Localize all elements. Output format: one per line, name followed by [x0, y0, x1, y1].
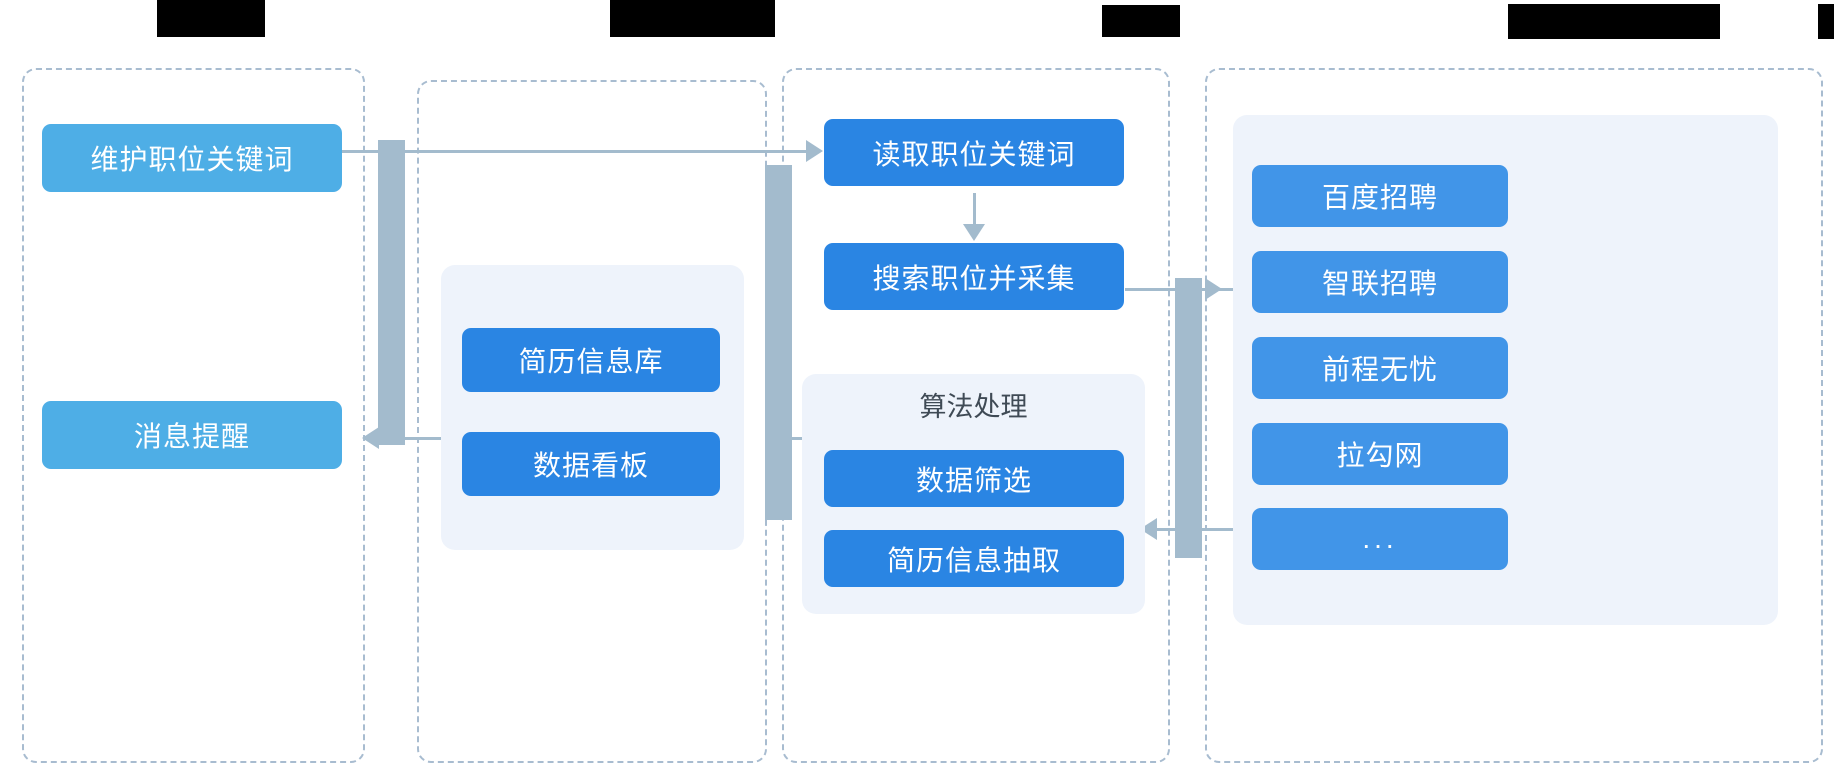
- node-search-collect[interactable]: 搜索职位并采集: [824, 243, 1124, 310]
- node-resume-extract[interactable]: 简历信息抽取: [824, 530, 1124, 587]
- connector-bar-storage-to-user: [378, 140, 405, 445]
- connector-line-read-to-search: [973, 193, 976, 226]
- node-site-51job[interactable]: 前程无忧: [1252, 337, 1508, 399]
- header-5-redacted-bar: [1818, 4, 1834, 39]
- header-1-redacted-bar: [157, 0, 265, 37]
- group-algorithm-title: 算法处理: [802, 390, 1145, 424]
- connector-line-alert-in: [378, 437, 384, 440]
- connector-line-keywords-to-read: [384, 150, 820, 153]
- node-resume-db-label: 简历信息库: [518, 346, 664, 377]
- node-site-baidu[interactable]: 百度招聘: [1252, 165, 1508, 227]
- lane-sources: [1205, 68, 1823, 763]
- connector-bar-engine: [765, 165, 792, 520]
- node-data-filter-label: 数据筛选: [915, 464, 1032, 496]
- node-site-more[interactable]: ...: [1252, 508, 1508, 570]
- node-site-zhilian[interactable]: 智联招聘: [1252, 251, 1508, 313]
- node-site-baidu-label: 百度招聘: [1321, 182, 1438, 213]
- node-site-more-label: ...: [1362, 523, 1398, 554]
- connector-line-extract-in: [1155, 528, 1179, 531]
- arrow-to-message-alert: [362, 427, 379, 449]
- header-2-redacted-bar: [610, 0, 775, 37]
- node-message-alert[interactable]: 消息提醒: [42, 401, 342, 469]
- node-search-collect-label: 搜索职位并采集: [872, 262, 1076, 294]
- node-resume-extract-label: 简历信息抽取: [886, 544, 1061, 576]
- node-resume-db[interactable]: 简历信息库: [462, 328, 720, 392]
- node-data-filter[interactable]: 数据筛选: [824, 450, 1124, 507]
- header-3-redacted-bar: [1102, 5, 1180, 37]
- node-site-zhilian-label: 智联招聘: [1321, 268, 1438, 299]
- node-site-51job-label: 前程无忧: [1321, 354, 1438, 385]
- lane-user: [22, 68, 365, 763]
- group-algorithm-title-text: 算法处理: [919, 392, 1028, 422]
- arrow-to-read-keywords: [806, 140, 823, 162]
- node-site-lagou-label: 拉勾网: [1336, 440, 1424, 471]
- node-maintain-keywords-label: 维护职位关键词: [90, 144, 294, 175]
- arrow-to-job-sites: [1205, 278, 1222, 300]
- connector-line-keywords-out: [342, 150, 384, 153]
- node-read-keywords-label: 读取职位关键词: [872, 138, 1076, 170]
- node-message-alert-label: 消息提醒: [133, 421, 250, 452]
- connector-bar-sources: [1175, 278, 1202, 558]
- node-read-keywords[interactable]: 读取职位关键词: [824, 119, 1124, 186]
- arrow-to-search-collect: [963, 224, 985, 241]
- node-site-lagou[interactable]: 拉勾网: [1252, 423, 1508, 485]
- node-data-dashboard[interactable]: 数据看板: [462, 432, 720, 496]
- header-4-redacted-bar: [1508, 4, 1720, 39]
- group-storage: [441, 265, 744, 550]
- node-data-dashboard-label: 数据看板: [532, 450, 649, 481]
- node-maintain-keywords[interactable]: 维护职位关键词: [42, 124, 342, 192]
